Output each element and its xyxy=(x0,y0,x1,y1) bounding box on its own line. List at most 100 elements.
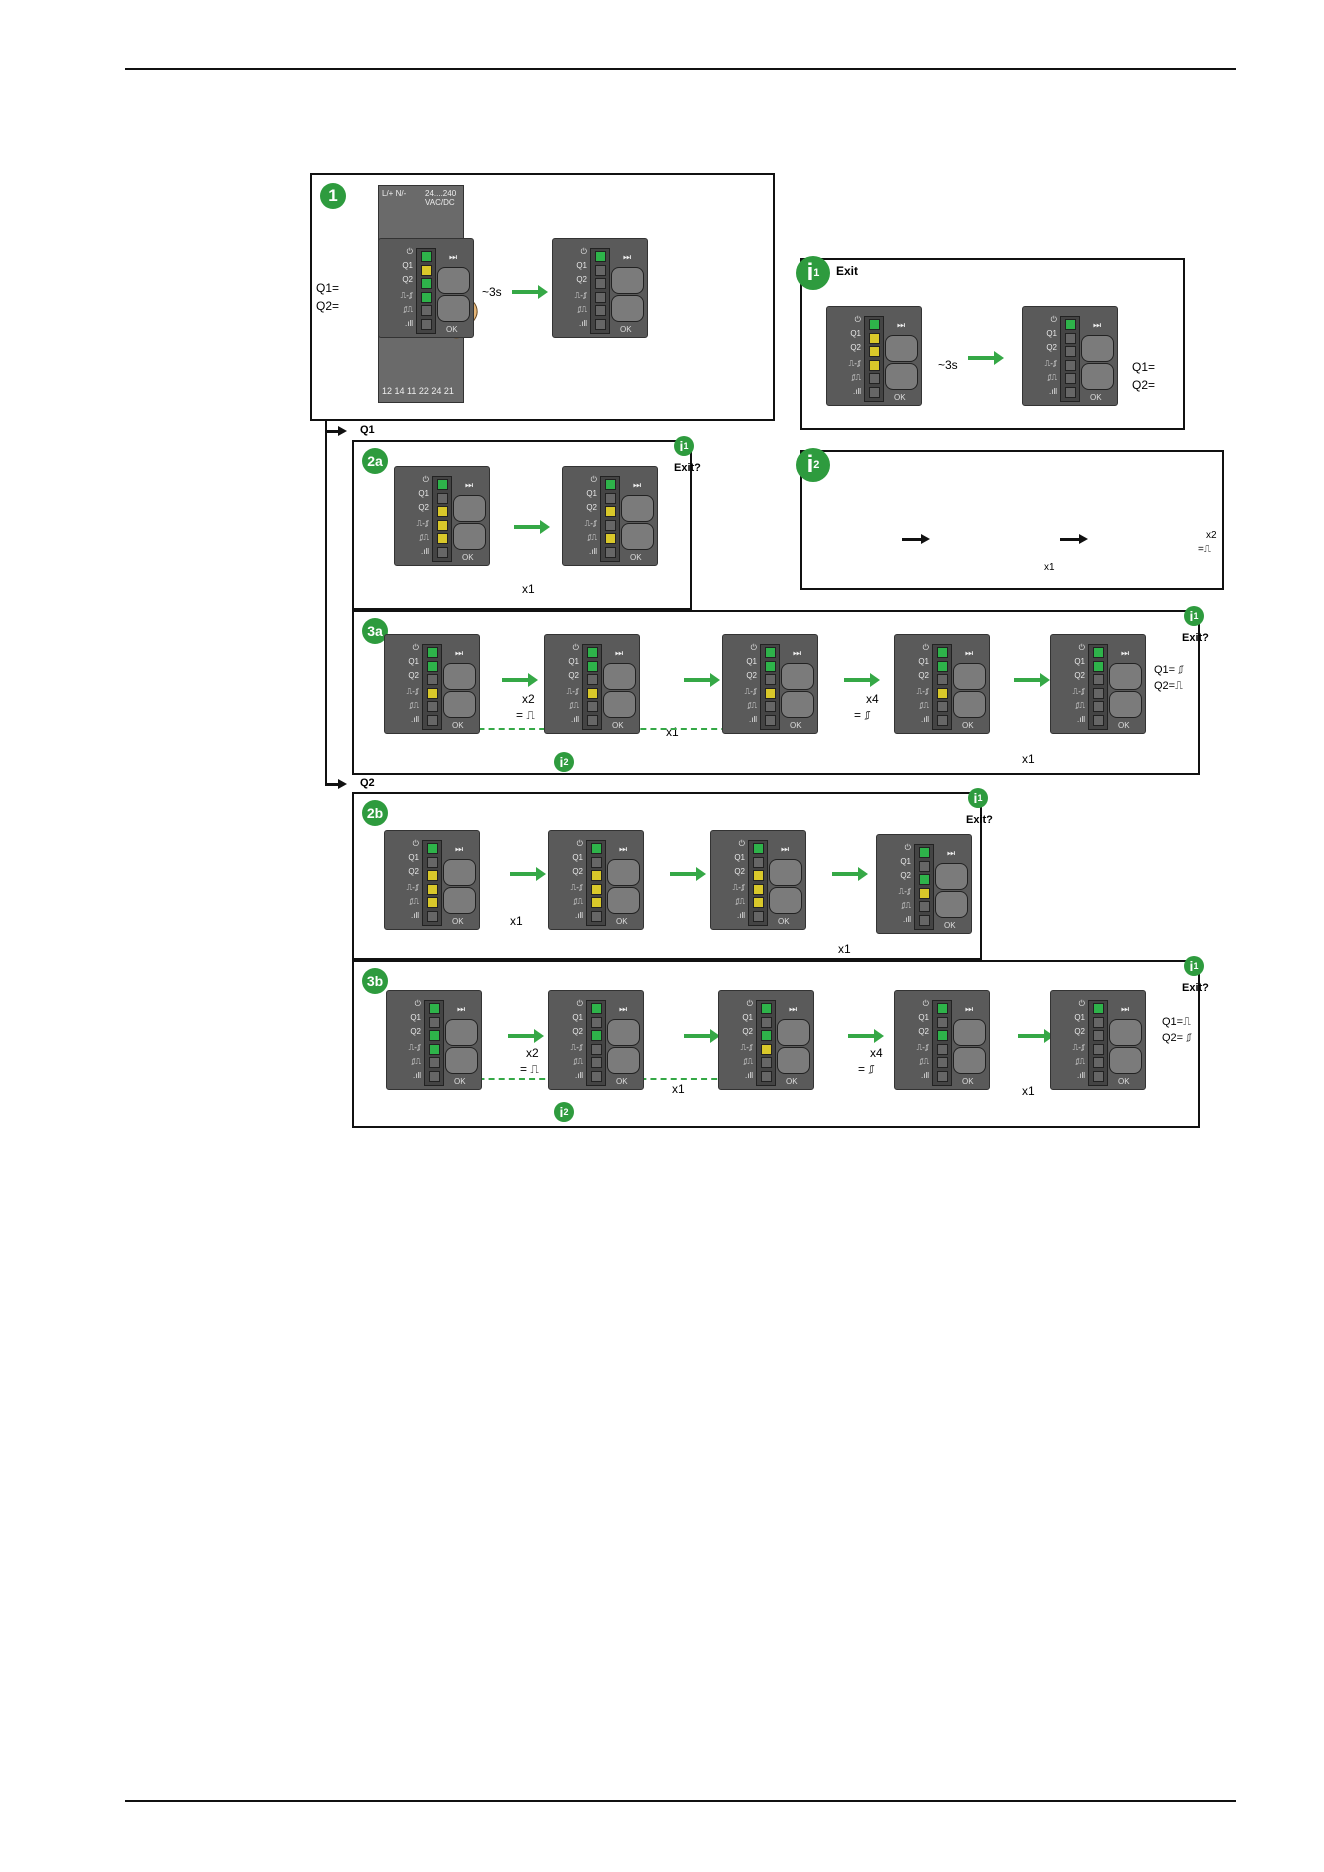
device-label: ⎎⎍ xyxy=(409,897,419,906)
ok-button[interactable] xyxy=(443,691,476,718)
ok-button[interactable] xyxy=(437,295,470,322)
ok-button[interactable] xyxy=(1081,363,1114,390)
device-label: ⎎⎍ xyxy=(1075,701,1085,710)
ok-label: OK xyxy=(612,721,624,730)
device-label: Q1 xyxy=(418,489,429,498)
next-button[interactable] xyxy=(1109,1019,1142,1046)
branch-q1-label: Q1 xyxy=(360,424,375,436)
ok-button[interactable] xyxy=(621,523,654,550)
ok-button[interactable] xyxy=(769,887,802,914)
next-button[interactable] xyxy=(953,663,986,690)
next-button[interactable] xyxy=(437,267,470,294)
ok-label: OK xyxy=(778,917,790,926)
next-button[interactable] xyxy=(953,1019,986,1046)
device-label: ⏻ xyxy=(922,999,929,1008)
device-label: ⏻ xyxy=(412,643,419,652)
next-button[interactable] xyxy=(885,335,918,362)
device-label: .ıll xyxy=(421,547,429,556)
ok-button[interactable] xyxy=(885,363,918,390)
led-column xyxy=(586,840,606,926)
step3a-arrow-1 xyxy=(502,673,538,687)
info2-arrow-1 xyxy=(902,534,930,544)
next-button[interactable] xyxy=(781,663,814,690)
device-label: ⏻ xyxy=(738,839,745,848)
ok-button[interactable] xyxy=(777,1047,810,1074)
led-column xyxy=(590,248,610,334)
step3a-press2: x1 xyxy=(1022,752,1035,766)
ok-button[interactable] xyxy=(453,523,486,550)
skip-icon: ⏭ xyxy=(619,844,628,854)
device-label: .ıll xyxy=(575,1071,583,1080)
ok-button[interactable] xyxy=(935,891,968,918)
ok-button[interactable] xyxy=(1109,691,1142,718)
next-button[interactable] xyxy=(453,495,486,522)
ok-button[interactable] xyxy=(953,1047,986,1074)
step3b-arrow-1 xyxy=(508,1029,544,1043)
status-led xyxy=(429,1030,440,1041)
status-led xyxy=(427,910,438,922)
next-button[interactable] xyxy=(607,1019,640,1046)
status-led xyxy=(1065,359,1076,371)
step3a-arrow-3 xyxy=(844,673,880,687)
led-column xyxy=(1088,644,1108,730)
next-button[interactable] xyxy=(777,1019,810,1046)
status-led xyxy=(605,533,616,544)
next-button[interactable] xyxy=(607,859,640,886)
status-led xyxy=(937,1043,948,1055)
next-button[interactable] xyxy=(603,663,636,690)
status-led xyxy=(1065,332,1076,344)
status-led xyxy=(937,660,948,672)
status-led xyxy=(765,674,776,685)
status-led xyxy=(427,897,438,908)
led-column xyxy=(586,1000,606,1086)
ok-button[interactable] xyxy=(611,295,644,322)
ok-button[interactable] xyxy=(603,691,636,718)
device-label: ⎎⎍ xyxy=(919,701,929,710)
device-label: ⎎⎍ xyxy=(569,701,579,710)
flow-line xyxy=(325,421,327,783)
ok-button[interactable] xyxy=(443,887,476,914)
status-led xyxy=(591,856,602,868)
status-led xyxy=(595,251,606,262)
next-button[interactable] xyxy=(621,495,654,522)
led-column xyxy=(932,644,952,730)
device-label: ⏻ xyxy=(412,839,419,848)
skip-icon: ⏭ xyxy=(965,1004,974,1014)
next-button[interactable] xyxy=(769,859,802,886)
device-label: ⎍-⎎ xyxy=(740,1043,753,1052)
skip-icon: ⏭ xyxy=(781,844,790,854)
status-led xyxy=(1093,1043,1104,1055)
skip-icon: ⏭ xyxy=(457,1004,466,1014)
next-button[interactable] xyxy=(443,663,476,690)
device-label: ⏻ xyxy=(572,643,579,652)
device-label: ⎎⎍ xyxy=(747,701,757,710)
led-column xyxy=(1088,1000,1108,1086)
ok-button[interactable] xyxy=(607,1047,640,1074)
status-led xyxy=(937,701,948,712)
ok-button[interactable] xyxy=(607,887,640,914)
ok-button[interactable] xyxy=(953,691,986,718)
next-button[interactable] xyxy=(443,859,476,886)
device-label: ⏻ xyxy=(854,315,861,324)
device-label: Q1 xyxy=(900,857,911,866)
next-button[interactable] xyxy=(445,1019,478,1046)
step3a-arrow-4 xyxy=(1014,673,1050,687)
device-label: Q1 xyxy=(1046,329,1057,338)
ok-button[interactable] xyxy=(445,1047,478,1074)
next-button[interactable] xyxy=(935,863,968,890)
next-button[interactable] xyxy=(1109,663,1142,690)
device-label: ⏻ xyxy=(904,843,911,852)
ok-button[interactable] xyxy=(781,691,814,718)
step3b-press2: x1 xyxy=(1022,1084,1035,1098)
next-button[interactable] xyxy=(1081,335,1114,362)
device-label: Q2 xyxy=(572,1027,583,1036)
device-label: .ıll xyxy=(411,911,419,920)
device-label: Q1 xyxy=(408,853,419,862)
info1-hold: ~3s xyxy=(938,358,958,372)
ok-button[interactable] xyxy=(1109,1047,1142,1074)
device-label: Q2 xyxy=(918,671,929,680)
next-button[interactable] xyxy=(611,267,644,294)
